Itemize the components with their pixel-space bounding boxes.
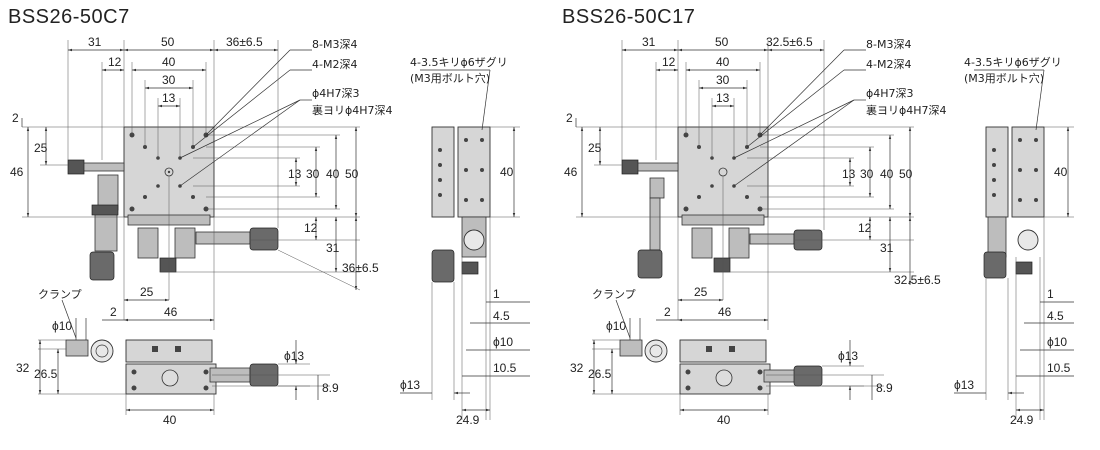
left-dim-w31: 31 — [88, 35, 102, 49]
left-clamp-label: クランプ — [38, 288, 82, 301]
left-side-note1: 4-3.5キリϕ6ザグリ — [410, 55, 508, 69]
right-side-v40: 40 — [1054, 165, 1068, 179]
right-clamp-label: クランプ — [592, 288, 636, 301]
right-dim-v13: 13 — [842, 167, 856, 181]
right-dim-s26: 26.5 — [588, 367, 612, 381]
right-dim-b46: 46 — [718, 305, 732, 319]
right-dim-b2: 2 — [664, 305, 671, 319]
right-dim-w30: 30 — [716, 73, 730, 87]
left-dim-b25: 25 — [140, 285, 154, 299]
left-side-d10: ϕ10 — [493, 335, 513, 349]
left-dim-w12: 12 — [108, 55, 122, 69]
right-dim-b25: 25 — [694, 285, 708, 299]
left-dim-h25: 25 — [34, 141, 48, 155]
left-dim-v30: 30 — [306, 167, 320, 181]
right-dim-v31: 31 — [880, 241, 894, 255]
left-dim-w40: 40 — [162, 55, 176, 69]
left-side-note2: (M3用ボルト穴) — [410, 71, 490, 85]
right-dim-v50: 50 — [899, 167, 913, 181]
right-labels: 31 50 32.5±6.5 12 40 30 13 2 25 46 13 30… — [564, 35, 1071, 427]
left-side-d249: 24.9 — [456, 413, 480, 427]
right-dim-phi13: ϕ13 — [838, 349, 858, 363]
left-side-d13: ϕ13 — [400, 378, 420, 392]
right-dim-h46: 46 — [564, 165, 578, 179]
left-dim-b2: 2 — [110, 305, 117, 319]
left-clamp-knob — [67, 159, 85, 175]
right-side-d10: ϕ10 — [1047, 335, 1067, 349]
right-dim-w12: 12 — [662, 55, 676, 69]
right-callout-m2: 4-M2深4 — [866, 58, 911, 71]
left-dim-h46: 46 — [10, 165, 24, 179]
left-dim-w30: 30 — [162, 73, 176, 87]
right-side-d249: 24.9 — [1010, 413, 1034, 427]
left-dim-s89: 8.9 — [322, 381, 339, 395]
right-side-note2: (M3用ボルト穴) — [964, 71, 1044, 85]
right-dim-w40: 40 — [716, 55, 730, 69]
right-dim-s89: 8.9 — [876, 381, 893, 395]
left-dim-s26: 26.5 — [34, 367, 58, 381]
right-title: BSS26-50C17 — [562, 6, 696, 28]
right-side-note1: 4-3.5キリϕ6ザグリ — [964, 55, 1062, 69]
right-dim-w50: 50 — [715, 35, 729, 49]
left-dim-v12: 12 — [304, 221, 318, 235]
left-side-d105: 10.5 — [493, 361, 517, 375]
right-dim-h2: 2 — [566, 111, 573, 125]
left-callout-m2: 4-M2深4 — [312, 58, 357, 71]
left-front-upper — [125, 339, 213, 363]
right-callout-h7b: 裏ヨリϕ4H7深4 — [866, 103, 947, 117]
left-labels: 31 50 36±6.5 12 40 30 13 2 25 46 13 30 4… — [10, 35, 517, 427]
left-dim-b46: 46 — [164, 305, 178, 319]
left-dim-w13: 13 — [162, 91, 176, 105]
left-dim-b40: 40 — [163, 413, 177, 427]
left-dim-v31: 31 — [326, 241, 340, 255]
left-callout-m3: 8-M3深4 — [312, 38, 357, 51]
left-right-micrometer-knurl — [249, 227, 279, 251]
right-dim-v30: 30 — [860, 167, 874, 181]
left-side-d45: 4.5 — [493, 309, 510, 323]
right-dim-b40: 40 — [717, 413, 731, 427]
right-dim-w32: 32.5±6.5 — [766, 35, 813, 49]
left-dim-phi13: ϕ13 — [284, 349, 304, 363]
left-dim-s32: 32 — [16, 361, 30, 375]
left-dim-v40: 40 — [326, 167, 340, 181]
left-dim-v13: 13 — [288, 167, 302, 181]
right-dim-v12: 12 — [858, 221, 872, 235]
right-callout-m3: 8-M3深4 — [866, 38, 911, 51]
right-dim-v40: 40 — [880, 167, 894, 181]
left-side-v40: 40 — [500, 165, 514, 179]
right-dim-phi10: ϕ10 — [606, 319, 626, 333]
right-side-d45: 4.5 — [1047, 309, 1064, 323]
right-dim-v32: 32.5±6.5 — [894, 273, 941, 287]
left-drawing — [21, 40, 530, 420]
right-dim-h25: 25 — [588, 141, 602, 155]
right-dim-w31: 31 — [642, 35, 656, 49]
left-callout-leaders — [179, 49, 312, 187]
left-callout-h7: ϕ4H7深3 — [312, 87, 360, 100]
left-dim-phi10: ϕ10 — [52, 319, 72, 333]
left-micrometer-knurl — [89, 251, 115, 281]
right-dim-w13: 13 — [716, 91, 730, 105]
left-callout-h7b: 裏ヨリϕ4H7深4 — [312, 103, 393, 117]
left-title: BSS26-50C7 — [8, 6, 130, 28]
left-dim-w50: 50 — [161, 35, 175, 49]
left-dim-h2: 2 — [12, 111, 19, 125]
left-dim-v36: 36±6.5 — [342, 261, 379, 275]
left-dim-w36: 36±6.5 — [226, 35, 263, 49]
right-side-d105: 10.5 — [1047, 361, 1071, 375]
right-drawing — [575, 40, 1074, 420]
right-dim-s32: 32 — [570, 361, 584, 375]
left-side-d1: 1 — [493, 287, 500, 301]
left-side-body — [431, 126, 455, 218]
right-side-d1: 1 — [1047, 287, 1054, 301]
right-side-d13: ϕ13 — [954, 378, 974, 392]
left-dim-v50: 50 — [345, 167, 359, 181]
right-callout-h7: ϕ4H7深3 — [866, 87, 914, 100]
